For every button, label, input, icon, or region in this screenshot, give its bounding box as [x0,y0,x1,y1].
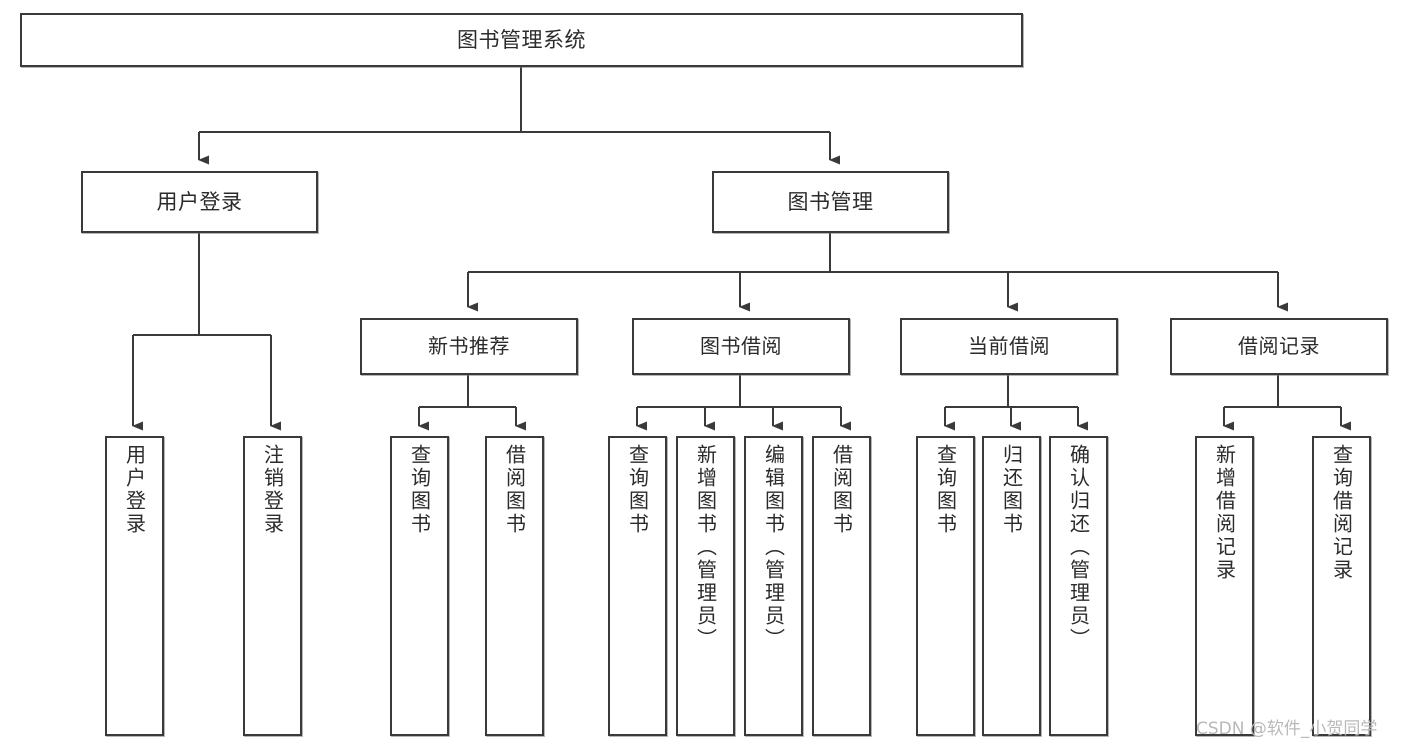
leaf-user-login[interactable]: 用户登录 [105,436,164,736]
leaf-borrow-add-book-admin[interactable]: 新增图书（管理员） [676,436,735,736]
node-book-borrow[interactable]: 图书借阅 [632,318,850,375]
leaf-borrow-edit-book-admin-label: 编辑图书（管理员） [761,444,786,651]
leaf-current-return-book-label: 归还图书 [999,444,1024,536]
leaf-newbook-query-book-label: 查询图书 [407,444,432,536]
leaf-user-login-label: 用户登录 [122,444,147,536]
node-book-management-label: 图书管理 [787,189,874,214]
leaf-record-query-record-label: 查询借阅记录 [1329,444,1354,582]
leaf-borrow-add-book-admin-label: 新增图书（管理员） [693,444,718,651]
node-new-book-recommend-label: 新书推荐 [428,333,510,358]
node-root-label: 图书管理系统 [457,27,586,52]
leaf-user-logout-label: 注销登录 [260,444,285,536]
node-book-management[interactable]: 图书管理 [712,171,949,233]
leaf-newbook-borrow-book[interactable]: 借阅图书 [485,436,544,736]
node-root-system[interactable]: 图书管理系统 [20,13,1023,67]
leaf-current-confirm-return-admin-label: 确认归还（管理员） [1066,444,1091,651]
node-new-book-recommend[interactable]: 新书推荐 [360,318,578,375]
leaf-borrow-edit-book-admin[interactable]: 编辑图书（管理员） [744,436,803,736]
node-borrow-record[interactable]: 借阅记录 [1170,318,1388,375]
leaf-current-return-book[interactable]: 归还图书 [982,436,1041,736]
leaf-record-add-record[interactable]: 新增借阅记录 [1195,436,1254,736]
leaf-borrow-query-book-label: 查询图书 [625,444,650,536]
leaf-newbook-borrow-book-label: 借阅图书 [502,444,527,536]
node-current-borrow[interactable]: 当前借阅 [900,318,1118,375]
node-borrow-record-label: 借阅记录 [1238,333,1320,358]
leaf-current-query-book[interactable]: 查询图书 [916,436,975,736]
leaf-current-query-book-label: 查询图书 [933,444,958,536]
leaf-borrow-lend-book-label: 借阅图书 [829,444,854,536]
leaf-record-add-record-label: 新增借阅记录 [1212,444,1237,582]
leaf-user-logout[interactable]: 注销登录 [243,436,302,736]
leaf-borrow-query-book[interactable]: 查询图书 [608,436,667,736]
node-current-borrow-label: 当前借阅 [968,333,1050,358]
leaf-newbook-query-book[interactable]: 查询图书 [390,436,449,736]
leaf-borrow-lend-book[interactable]: 借阅图书 [812,436,871,736]
node-user-login-label: 用户登录 [156,189,243,214]
node-book-borrow-label: 图书借阅 [700,333,782,358]
leaf-record-query-record[interactable]: 查询借阅记录 [1312,436,1371,736]
node-user-login[interactable]: 用户登录 [81,171,318,233]
leaf-current-confirm-return-admin[interactable]: 确认归还（管理员） [1049,436,1108,736]
